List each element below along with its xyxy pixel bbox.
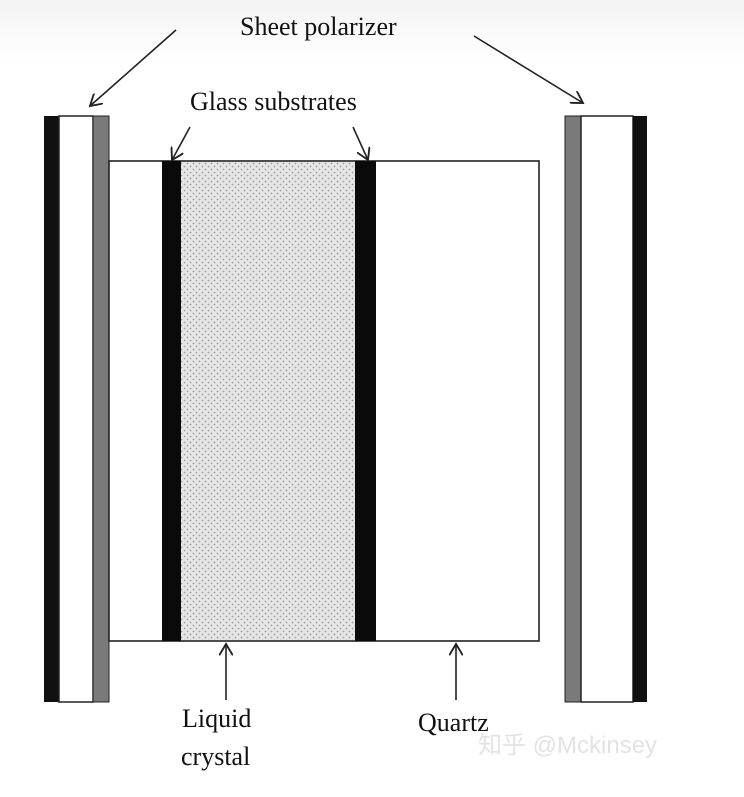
right-polarizer-gray-layer bbox=[564, 115, 582, 703]
arrow-glass-substrate-left bbox=[172, 126, 191, 160]
glass-substrate-right bbox=[355, 161, 376, 641]
glass-substrate-left bbox=[162, 161, 181, 641]
arrow-glass-substrate-right bbox=[352, 126, 368, 160]
label-glass-substrates: Glass substrates bbox=[190, 87, 357, 116]
label-liquid-crystal-line1: Liquid bbox=[182, 704, 251, 733]
label-quartz: Quartz bbox=[418, 708, 489, 737]
watermark-text: 知乎 @Mckinsey bbox=[478, 732, 657, 759]
label-sheet-polarizer: Sheet polarizer bbox=[240, 12, 397, 41]
liquid-crystal-layer bbox=[180, 162, 355, 640]
left-polarizer-white-layer bbox=[58, 115, 94, 703]
arrow-sheet-polarizer-right bbox=[473, 35, 583, 103]
right-sheet-polarizer bbox=[564, 115, 647, 703]
arrow-sheet-polarizer-left bbox=[90, 29, 177, 106]
left-polarizer-black-layer bbox=[44, 116, 59, 702]
right-polarizer-black-layer bbox=[633, 116, 647, 702]
left-polarizer-gray-layer bbox=[92, 115, 110, 703]
right-polarizer-white-layer bbox=[580, 115, 634, 703]
label-liquid-crystal-line2: crystal bbox=[181, 742, 250, 771]
left-sheet-polarizer bbox=[44, 115, 110, 703]
